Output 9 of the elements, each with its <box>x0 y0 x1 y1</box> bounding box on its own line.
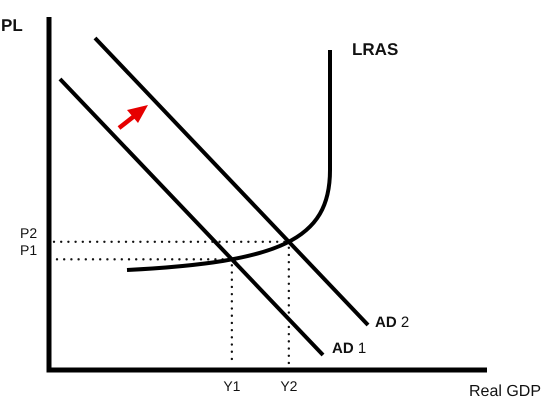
axis-title: PL <box>1 17 23 34</box>
tick-label: Y1 <box>223 379 240 393</box>
tick-label: Y2 <box>280 379 298 393</box>
curve-label: AD 2 <box>375 315 410 330</box>
tick-label: P2 <box>20 226 38 240</box>
tick-label: P1 <box>20 243 38 258</box>
curve-label: LRAS <box>352 41 398 58</box>
axis-title: Real GDP <box>469 384 542 400</box>
curve-label: AD 1 <box>332 341 366 356</box>
